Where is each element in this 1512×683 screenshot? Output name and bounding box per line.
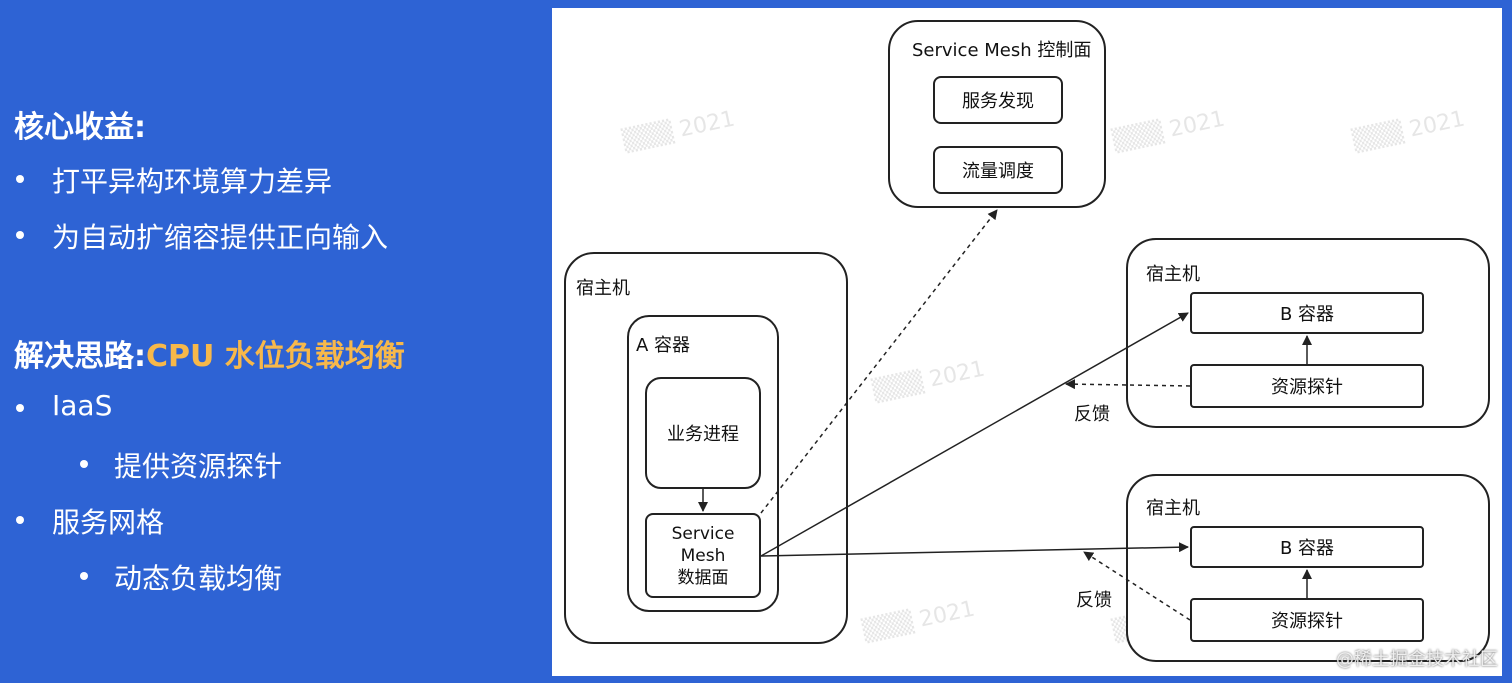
connector-lines: [698, 209, 1312, 621]
bullet-dot: [16, 404, 24, 412]
feedback-b2-arrow: [1083, 551, 1191, 621]
sub-bullet-dot: [80, 572, 88, 580]
data-plane-label-line3: 数据面: [677, 567, 729, 588]
approach-highlight: CPU 水位负载均衡: [146, 339, 405, 374]
host-b1-title: 宿主机: [1146, 264, 1200, 285]
control-plane-title: Service Mesh 控制面: [912, 40, 1092, 61]
service-discovery-label: 服务发现: [962, 91, 1034, 112]
dataplane-to-b2-arrow: [760, 542, 1189, 557]
benefit-item: 打平异构环境算力差异: [52, 165, 333, 198]
benefit-item: 为自动扩缩容提供正向输入: [52, 221, 389, 254]
bullet-dot: [16, 516, 24, 524]
diagram-panel: ▒▒▒ 2021 ▒▒▒ 2021 ▒▒▒ 2021 ▒▒▒ 2021 ▒▒▒ …: [552, 8, 1502, 676]
data-plane-box: Service Mesh 数据面: [645, 513, 761, 598]
probe-b2-label: 资源探针: [1271, 611, 1343, 632]
data-plane-label-line2: Mesh: [680, 545, 726, 566]
business-process-box: 业务进程: [645, 377, 761, 489]
approach-label: 解决思路:: [14, 339, 146, 374]
approach-item: IaaS: [52, 389, 113, 422]
bullet-dot: [16, 175, 24, 183]
benefits-title: 核心收益:: [14, 110, 146, 145]
business-process-label: 业务进程: [667, 424, 739, 445]
traffic-scheduling-label: 流量调度: [962, 161, 1034, 182]
approach-subitem: 动态负载均衡: [114, 562, 283, 595]
probe-b1-label: 资源探针: [1271, 377, 1343, 398]
host-b2-title: 宿主机: [1146, 498, 1200, 519]
approach-subitem: 提供资源探针: [114, 450, 283, 483]
data-plane-label-line1: Service: [671, 523, 735, 544]
left-panel: 核心收益: 打平异构环境算力差异 为自动扩缩容提供正向输入 解决思路:CPU 水…: [0, 0, 552, 683]
container-b1-label: B 容器: [1279, 304, 1335, 325]
bullet-dot: [16, 231, 24, 239]
dataplane-to-control-arrow: [760, 209, 998, 514]
sub-bullet-dot: [80, 460, 88, 468]
host-a-title: 宿主机: [576, 278, 630, 299]
traffic-scheduling-box: 流量调度: [933, 146, 1063, 194]
feedback-b1-arrow: [1065, 379, 1191, 390]
feedback-label-2: 反馈: [1076, 590, 1112, 611]
approach-title: 解决思路:CPU 水位负载均衡: [14, 331, 405, 375]
container-a-title: A 容器: [636, 335, 691, 356]
approach-item: 服务网格: [52, 506, 165, 539]
container-b2-label: B 容器: [1279, 538, 1335, 559]
dataplane-to-b1-arrow: [760, 312, 1189, 557]
container-b2-box: B 容器: [1190, 526, 1424, 568]
service-discovery-box: 服务发现: [933, 76, 1063, 124]
feedback-label-1: 反馈: [1074, 404, 1110, 425]
probe-b1-box: 资源探针: [1190, 364, 1424, 408]
probe-b2-box: 资源探针: [1190, 598, 1424, 642]
source-watermark: @稀土掘金技术社区: [1336, 649, 1498, 670]
container-b1-box: B 容器: [1190, 292, 1424, 334]
